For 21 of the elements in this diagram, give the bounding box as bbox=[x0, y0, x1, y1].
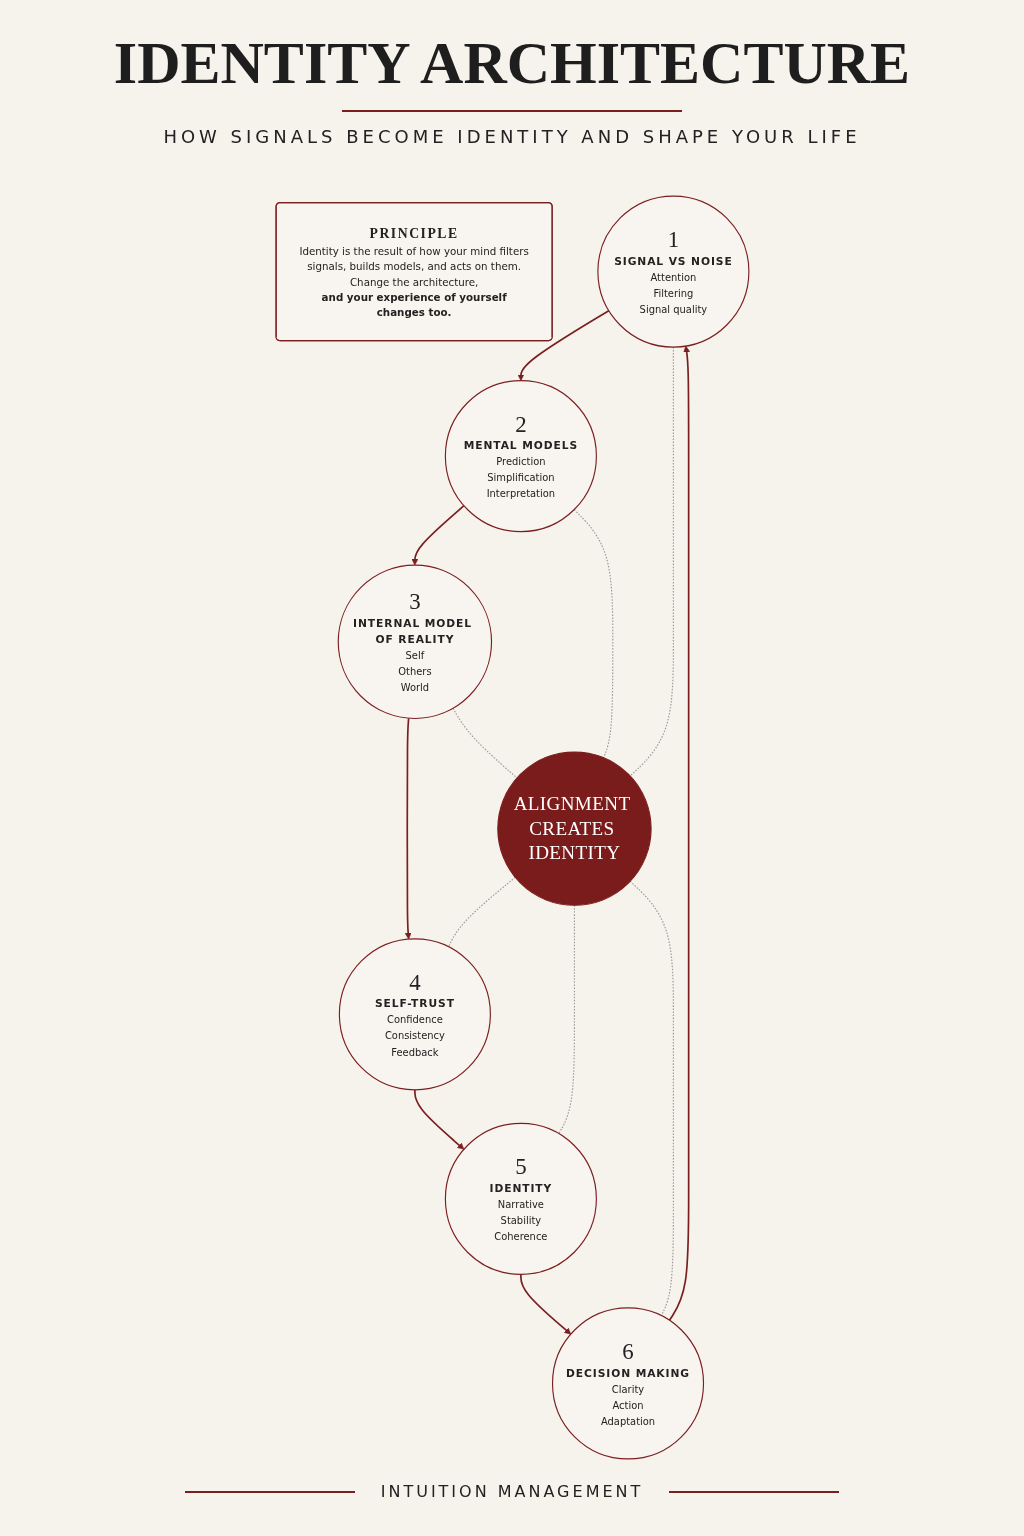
node-circle: ALIGNMENT CREATES IDENTITY bbox=[496, 751, 652, 906]
arrow bbox=[668, 345, 690, 1322]
connector bbox=[629, 880, 674, 1317]
connector bbox=[451, 707, 518, 779]
footer-text: INTUITION MANAGEMENT bbox=[380, 1482, 644, 1501]
connector bbox=[629, 346, 674, 777]
arrow bbox=[517, 309, 610, 381]
connector bbox=[573, 509, 613, 759]
node-circle: 5 IDENTITY Narrative Stability Coherence bbox=[444, 1122, 597, 1275]
connector bbox=[447, 876, 516, 948]
arrow bbox=[404, 717, 411, 940]
node-circle: 2 MENTAL MODELS Prediction Simplification Interpretation bbox=[444, 380, 597, 533]
node-circle: 1 SIGNAL VS NOISE Attention Filtering Signal quality bbox=[596, 195, 749, 348]
arrow bbox=[411, 504, 465, 566]
arrow bbox=[413, 1089, 464, 1150]
node-circle: 4 SELF-TRUST Confidence Consistency Feedback bbox=[338, 938, 491, 1091]
node-circle: 6 DECISION MAKING Clarity Action Adaptation bbox=[551, 1307, 704, 1460]
node-circle: 3 INTERNAL MODEL OF REALITY Self Others World bbox=[337, 564, 492, 720]
subtitle: HOW SIGNALS BECOME IDENTITY AND SHAPE YOUR LIFE bbox=[163, 126, 861, 147]
title: IDENTITY ARCHITECTURE bbox=[113, 30, 911, 96]
arrow bbox=[519, 1273, 571, 1335]
